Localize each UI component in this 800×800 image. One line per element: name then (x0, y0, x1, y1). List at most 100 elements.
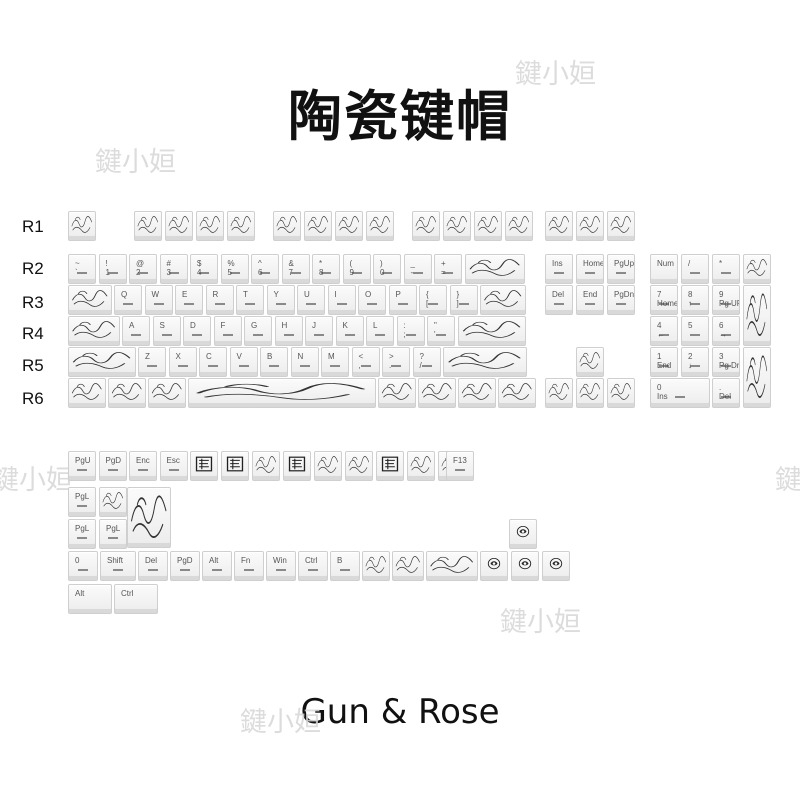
homing-bar (253, 334, 263, 336)
homing-bar (199, 272, 209, 274)
extra-keycap: PgU (68, 451, 96, 481)
key-legend: U (304, 290, 310, 299)
homing-bar (554, 303, 564, 305)
ink-wave-art-icon (746, 350, 768, 401)
ink-wave-art-icon (255, 454, 277, 474)
keycap: Del (545, 285, 573, 315)
homing-bar (168, 469, 179, 471)
ink-wave-art-icon (610, 214, 632, 234)
keycap: P (388, 285, 417, 315)
extra-keycap (221, 451, 249, 481)
ink-wave-art-icon (461, 319, 523, 339)
fn-key (418, 378, 456, 408)
homing-bar (659, 303, 669, 305)
homing-bar (721, 303, 731, 305)
keycap: 0 Ins (650, 378, 710, 408)
key-legend: K (342, 321, 348, 330)
left-shift-key (68, 347, 136, 377)
homing-bar (690, 303, 700, 305)
extra-keycap (426, 551, 478, 581)
key-legend: 8 ↑ (688, 290, 693, 308)
homing-bar (177, 365, 188, 367)
keycap: S (152, 316, 181, 346)
homing-bar (290, 272, 301, 274)
homing-bar (161, 334, 172, 336)
homing-bar (412, 272, 423, 274)
homing-bar (214, 303, 225, 305)
key-legend: R (212, 290, 219, 299)
homing-bar (336, 303, 347, 305)
key-legend: B (337, 556, 343, 565)
ink-wave-art-icon (191, 381, 373, 401)
key-legend: M (328, 352, 335, 361)
keycap: # 3 (159, 254, 188, 284)
ink-wave-art-icon (461, 381, 493, 401)
homing-bar (421, 365, 432, 367)
key-legend: 4 ← (657, 321, 665, 339)
ink-wave-art-icon (468, 257, 522, 277)
watermark: 鍵小姮 (515, 59, 596, 90)
key-legend: P (395, 290, 401, 299)
extra-keycap (252, 451, 280, 481)
homing-bar (330, 365, 340, 367)
function-key (227, 211, 255, 241)
homing-bar (391, 365, 401, 367)
keycap: Home (576, 254, 604, 284)
homing-bar (229, 272, 240, 274)
key-legend: $ 4 (197, 259, 202, 277)
ink-wave-art-icon (137, 214, 159, 234)
keycap: ~ ` (68, 254, 96, 284)
keycap: PgUp (607, 254, 635, 284)
nav-key (576, 211, 604, 241)
key-legend: C (206, 352, 212, 361)
keycap: T (236, 285, 264, 315)
ctrl-key (68, 378, 106, 408)
keycap: E (175, 285, 203, 315)
row-label-r4: R4 (22, 324, 44, 343)
extra-keycap (542, 551, 570, 581)
keycap: R (205, 285, 234, 315)
keycap: - (743, 254, 771, 284)
ink-wave-art-icon (483, 288, 523, 308)
watermark: 鍵小姮 (775, 465, 800, 496)
ink-circle-icon (512, 522, 534, 542)
key-legend: PgUp (614, 259, 635, 268)
right-shift-key (443, 347, 527, 377)
homing-bar (138, 272, 148, 274)
ink-wave-art-icon (111, 381, 143, 401)
key-legend: ( 9 (349, 259, 354, 277)
ink-circle-icon (545, 554, 567, 574)
key-legend: E (182, 290, 188, 299)
key-legend: } ] (456, 290, 460, 308)
key-legend: W (151, 290, 160, 299)
homing-bar (443, 272, 453, 274)
ink-wave-art-icon (477, 214, 499, 234)
keycap: ( 9 (342, 254, 371, 284)
watermark: 鍵小姮 (240, 707, 321, 738)
product-subtitle: Gun & Rose (300, 692, 500, 732)
arrow-right-key (607, 378, 635, 408)
stamp-tile-icon (379, 454, 401, 474)
key-legend: O (365, 290, 372, 299)
homing-bar (397, 303, 408, 305)
key-legend: / (688, 259, 691, 268)
keycap: : ; (396, 316, 425, 346)
nav-key (607, 211, 635, 241)
extra-keycap (99, 487, 127, 517)
iso-enter-key (127, 487, 171, 548)
key-legend: T (243, 290, 248, 299)
alt-key (148, 378, 186, 408)
extra-keycap: PgD (170, 551, 200, 581)
ink-wave-art-icon (71, 350, 133, 370)
function-key (505, 211, 533, 241)
ink-wave-art-icon (508, 214, 530, 234)
homing-bar (721, 272, 731, 274)
keycap: J (305, 316, 333, 346)
function-key (273, 211, 301, 241)
ink-wave-art-icon (71, 319, 117, 339)
homing-bar (275, 303, 286, 305)
key-legend: PgL (75, 524, 90, 533)
extra-keycap: Ctrl (114, 584, 158, 614)
homing-bar (616, 272, 626, 274)
numpad-plus-key (743, 285, 771, 346)
